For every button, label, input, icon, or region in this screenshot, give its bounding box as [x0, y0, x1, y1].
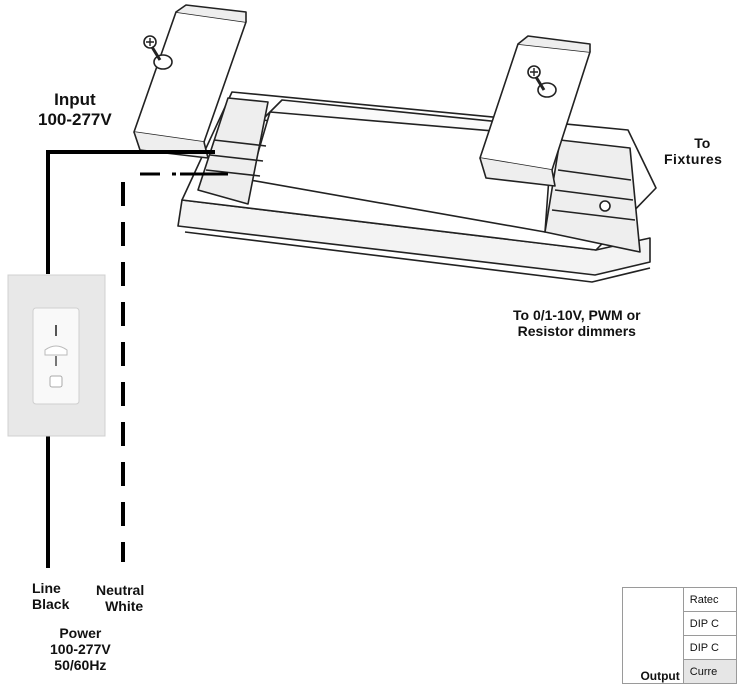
toggle-button	[49, 375, 63, 388]
spec-cell: Ratec	[682, 587, 737, 612]
line-wire-top	[46, 150, 215, 274]
power-voltage-text: 100-277V	[50, 641, 111, 657]
dimmer-line-2: Resistor dimmers	[517, 323, 636, 339]
wires	[46, 150, 228, 568]
slider-knob	[44, 345, 68, 356]
led-driver	[177, 91, 657, 283]
dimmer-label: To 0/1-10V, PWM or Resistor dimmers	[513, 307, 641, 339]
spec-row: DIP C	[623, 611, 737, 636]
to-fixtures-label: To Fixtures	[664, 135, 722, 167]
input-voltage: 100-277V	[38, 110, 112, 129]
input-label: Input 100-277V	[38, 90, 112, 130]
spec-table: Output Ratec DIP C DIP C Curre	[622, 587, 737, 684]
neutral-white-label: Neutral White	[96, 582, 144, 614]
frequency-text: 50/60Hz	[54, 657, 107, 673]
spec-row: Output Ratec	[622, 587, 737, 684]
line-text: Line	[32, 580, 61, 596]
input-title: Input	[54, 90, 96, 109]
neutral-text: Neutral	[96, 582, 145, 598]
line-black-label: Line Black	[32, 580, 69, 612]
power-text: Power	[59, 625, 102, 641]
spec-cell: DIP C	[682, 611, 737, 636]
spec-cell: Curre	[682, 659, 737, 684]
white-text: White	[105, 598, 144, 614]
spec-cell: DIP C	[682, 635, 737, 660]
spec-row: DIP C	[623, 635, 737, 660]
power-label: Power 100-277V 50/60Hz	[50, 625, 111, 673]
dimmer-line-1: To 0/1-10V, PWM or	[513, 307, 641, 323]
to-fixtures-line-2: Fixtures	[664, 151, 723, 167]
black-text: Black	[32, 596, 70, 612]
to-fixtures-line-1: To	[694, 135, 711, 151]
output-category: Output	[622, 587, 684, 684]
dimmer-switch	[7, 274, 106, 437]
right-terminal-cover	[479, 35, 591, 187]
spec-row: Curre	[623, 659, 737, 684]
